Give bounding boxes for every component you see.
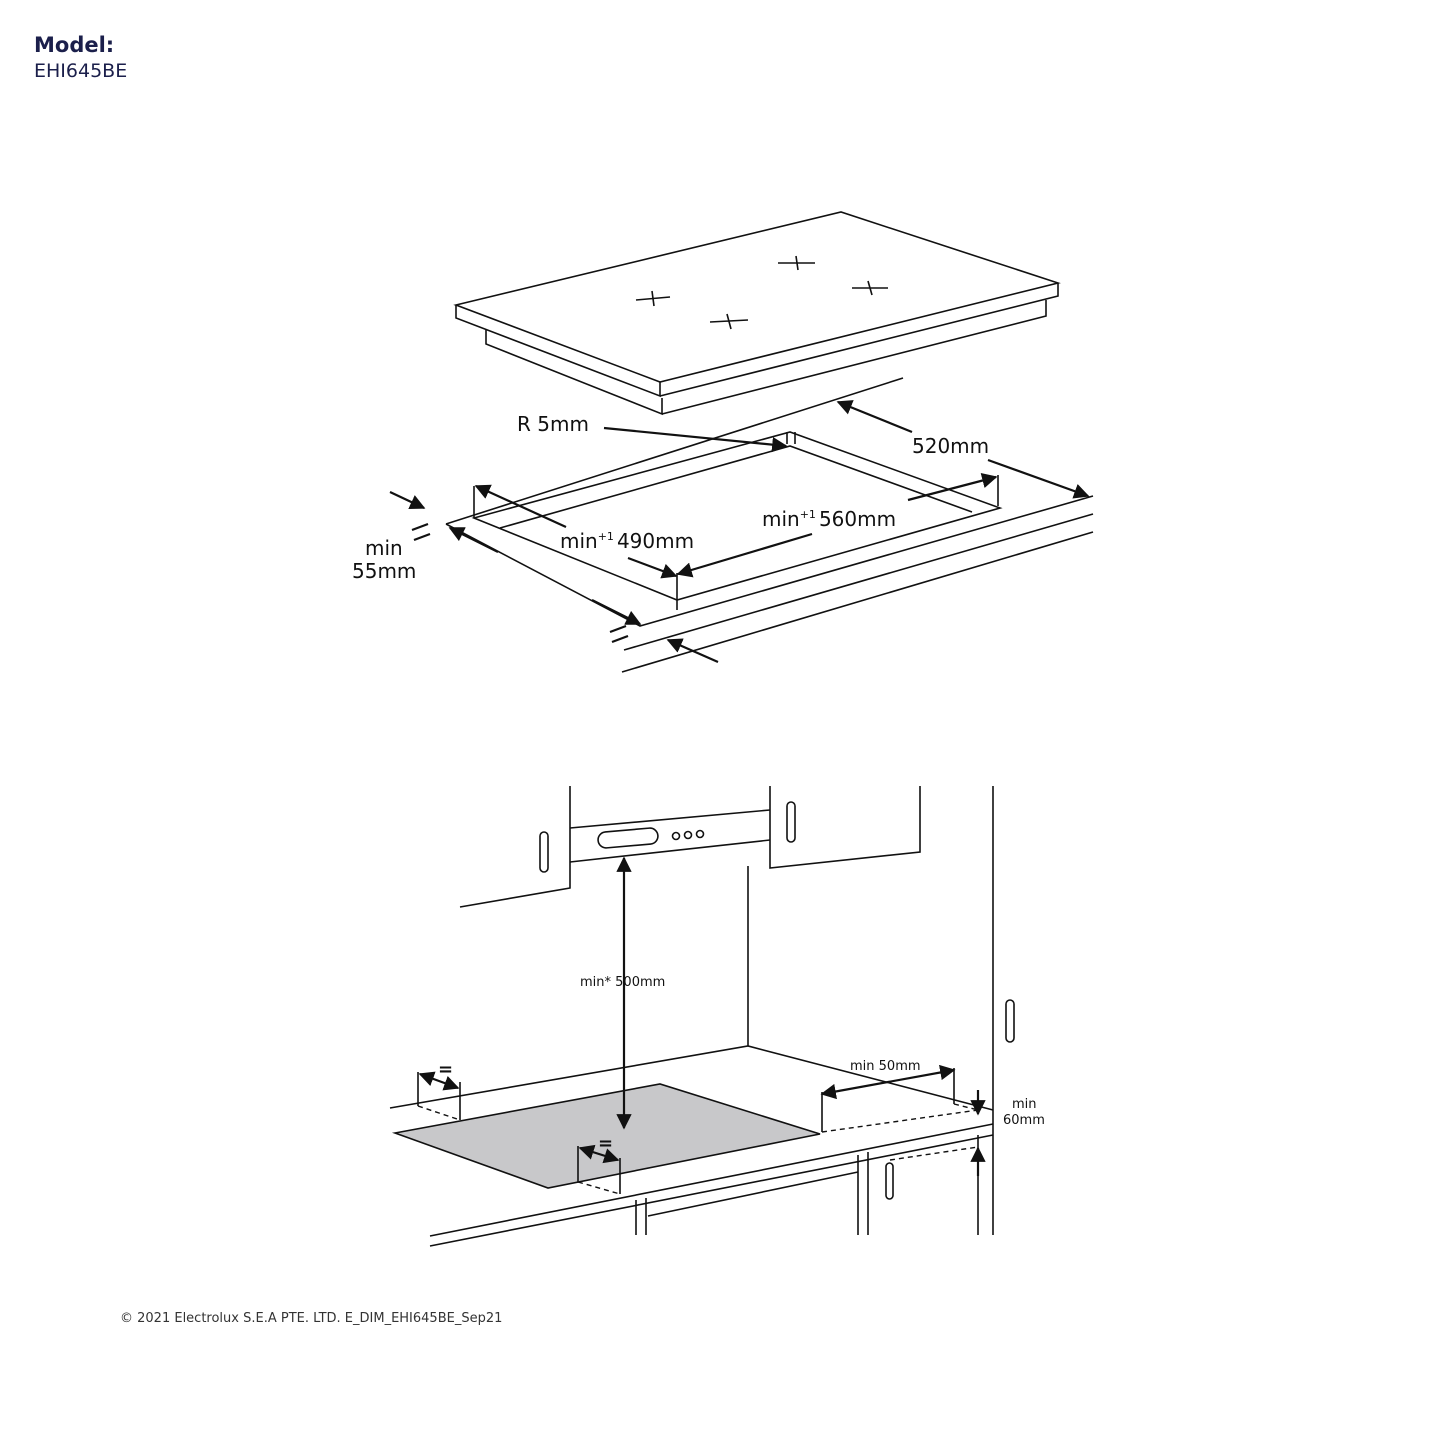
wall-value-label: 60mm xyxy=(1003,1113,1045,1128)
side-clearance-label: min 50mm xyxy=(850,1059,921,1074)
edge-min-label: min xyxy=(365,536,403,560)
cutout-worktop xyxy=(445,377,1094,673)
equal-sign-rear: = xyxy=(438,1059,453,1080)
equal-sign-front: = xyxy=(598,1133,613,1154)
cutout-dimension-arrows xyxy=(389,400,1090,664)
installation-labels: = = min* 500mm min 50mm min 60mm xyxy=(438,975,1045,1154)
depth-label: 520mm xyxy=(912,434,989,458)
cooking-zone-marks xyxy=(635,255,888,330)
radius-label: R 5mm xyxy=(517,412,589,436)
hob-illustration xyxy=(453,211,1061,416)
model-label: Model: xyxy=(34,33,115,57)
hood-clearance-label: min* 500mm xyxy=(580,975,665,990)
wall-cabinets xyxy=(459,786,1015,1235)
edge-value-label: 55mm xyxy=(352,559,416,583)
copyright-footer: © 2021 Electrolux S.E.A PTE. LTD. E_DIM_… xyxy=(120,1311,503,1326)
wall-min-label: min xyxy=(1012,1097,1037,1112)
installation-dimension-arrows xyxy=(417,856,986,1195)
model-value: EHI645BE xyxy=(34,60,128,82)
worktop-counter xyxy=(389,1045,994,1247)
